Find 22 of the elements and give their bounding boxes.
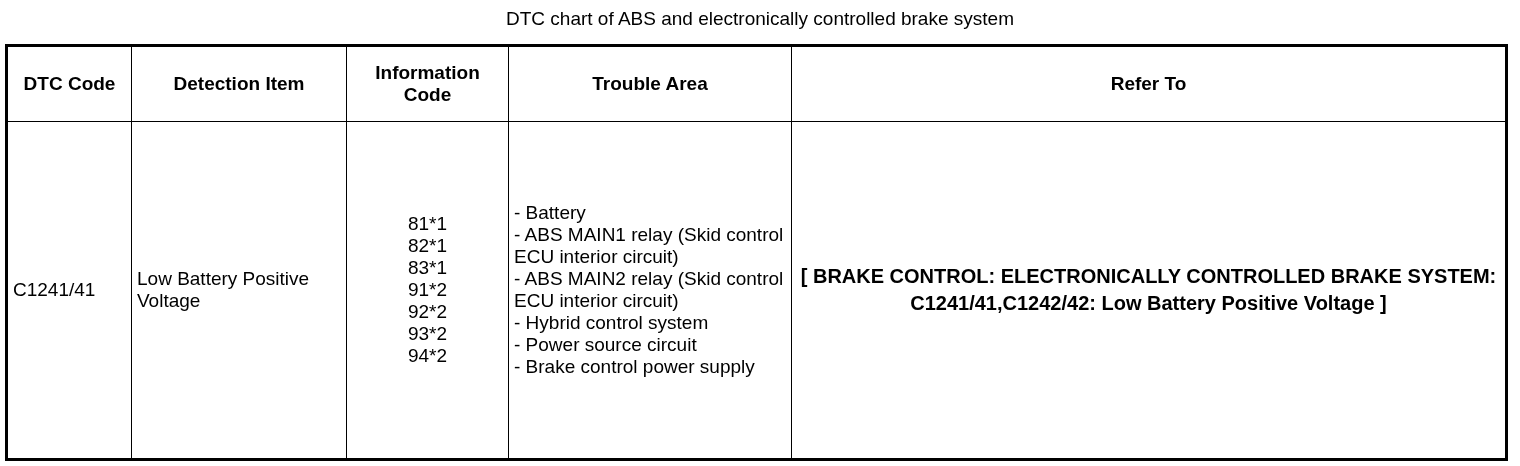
column-header: Trouble Area <box>592 73 708 94</box>
information-code: 82*1 <box>406 235 449 257</box>
dtc-code: C1241/41 <box>13 279 96 300</box>
trouble-area-item: - ABS MAIN2 relay (Skid control ECU interior circuit) <box>514 268 785 312</box>
information-code: 94*2 <box>406 345 449 367</box>
information-code: 92*2 <box>406 301 449 323</box>
detection-item: Low Battery Positive Voltage <box>137 268 310 311</box>
reference-text: [ BRAKE CONTROL: ELECTRONICALLY CONTROLLED BRAKE SYSTEM: C1241/41,C1242/42: Low Battery Positive Voltage ] <box>800 265 1497 314</box>
trouble-area-item: - Hybrid control system <box>514 312 710 334</box>
column-header: Information Code <box>375 62 480 105</box>
trouble-area-item: - Battery <box>514 202 587 224</box>
chart-title: DTC chart of ABS and electronically controlled brake system <box>505 8 1015 30</box>
column-header: Refer To <box>1110 73 1187 94</box>
information-code: 81*1 <box>406 213 449 235</box>
information-code: 91*2 <box>406 279 449 301</box>
column-header: Detection Item <box>173 73 305 94</box>
column-header: DTC Code <box>23 73 116 94</box>
trouble-area-item: - Power source circuit <box>514 334 698 356</box>
information-code: 93*2 <box>406 323 449 345</box>
trouble-area-item: - ABS MAIN1 relay (Skid control ECU interior circuit) <box>514 224 785 268</box>
trouble-area-item: - Brake control power supply <box>514 356 756 378</box>
information-code: 83*1 <box>406 257 449 279</box>
